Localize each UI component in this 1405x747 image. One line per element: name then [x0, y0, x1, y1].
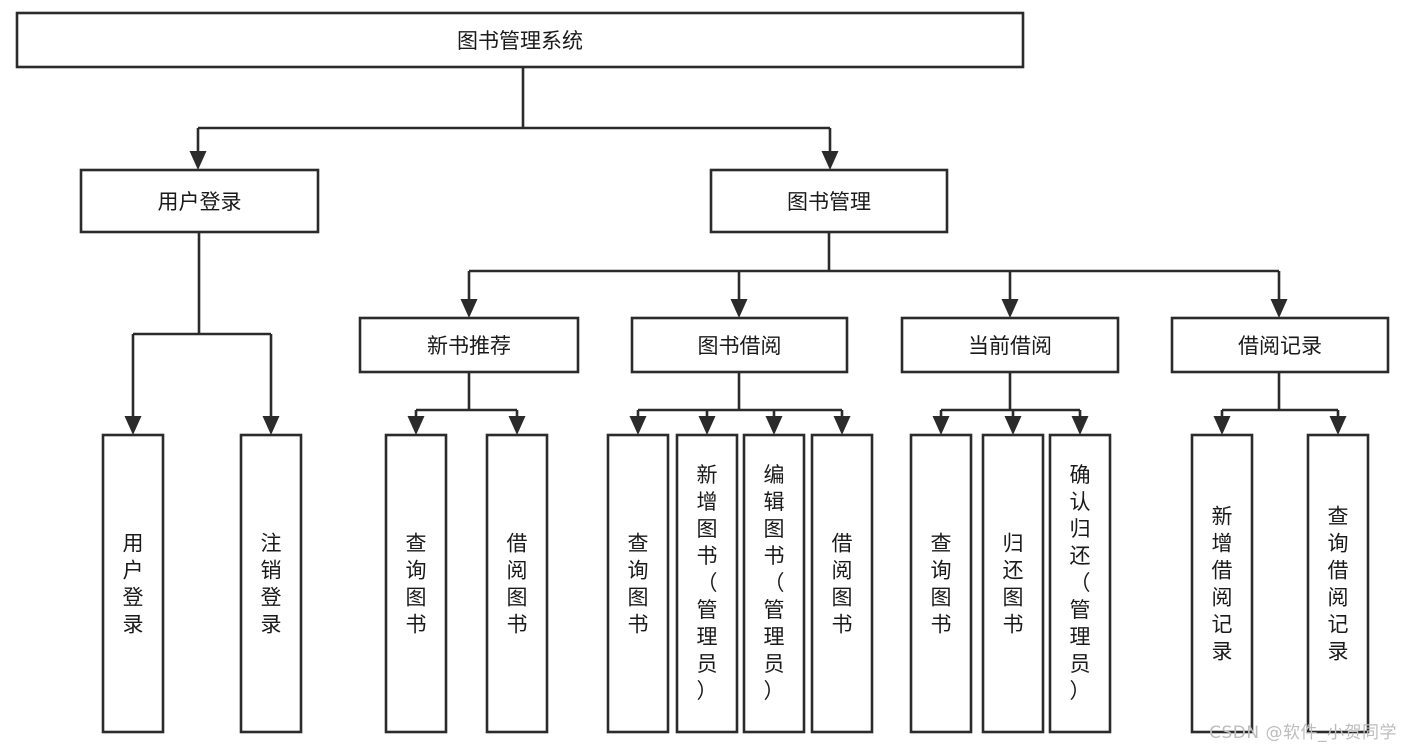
node-book-borrow[interactable]: 图书借阅: [630, 316, 849, 374]
node-label-leaf-confirm-return-admin: 确认归还（管理员）: [1070, 463, 1091, 703]
node-label-leaf-return-book: 归还图书: [1003, 532, 1024, 637]
node-label-leaf-borrow-book-rec: 借阅图书: [507, 532, 528, 637]
node-box-leaf-add-book-admin[interactable]: [675, 433, 739, 734]
node-label-borrow-record: 借阅记录: [1238, 334, 1322, 358]
node-leaf-edit-book-admin[interactable]: 编辑图书（管理员）: [742, 433, 806, 734]
book-borrow-arrow-icon-2: [765, 416, 783, 435]
node-root[interactable]: 图书管理系统: [15, 11, 1025, 69]
node-new-book-recommend[interactable]: 新书推荐: [358, 316, 580, 374]
current-borrow-arrow-icon-1: [1004, 416, 1022, 435]
node-label-leaf-user-logout: 注销登录: [261, 532, 282, 637]
node-leaf-add-book-admin[interactable]: 新增图书（管理员）: [675, 433, 739, 734]
node-label-leaf-query-book-cur: 查询图书: [931, 532, 952, 637]
node-layer: 图书管理系统用户登录图书管理新书推荐图书借阅当前借阅借阅记录用户登录注销登录查询…: [15, 11, 1390, 734]
node-label-book-borrow: 图书借阅: [698, 334, 782, 358]
node-leaf-user-logout[interactable]: 注销登录: [239, 433, 303, 734]
node-leaf-query-book-bor[interactable]: 查询图书: [606, 433, 670, 734]
node-box-leaf-confirm-return-admin[interactable]: [1048, 433, 1112, 734]
root-arrow-icon-0: [189, 151, 207, 170]
current-borrow-arrow-icon-0: [932, 416, 950, 435]
node-leaf-user-login[interactable]: 用户登录: [101, 433, 165, 734]
node-box-leaf-borrow-book-bor[interactable]: [810, 433, 874, 734]
node-label-user-login: 用户登录: [158, 190, 242, 214]
node-label-book-manage: 图书管理: [787, 190, 871, 214]
book-borrow-arrow-icon-1: [698, 416, 716, 435]
user-login-arrow-icon-0: [124, 416, 142, 435]
node-box-leaf-query-borrow-record[interactable]: [1306, 433, 1370, 734]
node-leaf-borrow-book-rec[interactable]: 借阅图书: [485, 433, 549, 734]
node-box-leaf-query-book-cur[interactable]: [909, 433, 973, 734]
node-box-leaf-edit-book-admin[interactable]: [742, 433, 806, 734]
node-label-current-borrow: 当前借阅: [968, 334, 1052, 358]
book-borrow-arrow-icon-3: [833, 416, 851, 435]
new-book-recommend-arrow-icon-0: [407, 416, 425, 435]
borrow-record-arrow-icon-0: [1213, 416, 1231, 435]
new-book-recommend-arrow-icon-1: [508, 416, 526, 435]
current-borrow-arrow-icon-2: [1071, 416, 1089, 435]
node-label-leaf-user-login: 用户登录: [123, 532, 144, 637]
user-login-arrow-icon-1: [262, 416, 280, 435]
book-manage-arrow-icon-3: [1270, 299, 1288, 318]
node-label-leaf-query-book-bor: 查询图书: [628, 532, 649, 637]
node-label-new-book-recommend: 新书推荐: [427, 334, 511, 358]
book-borrow-arrow-icon-0: [629, 416, 647, 435]
node-label-leaf-edit-book-admin: 编辑图书（管理员）: [764, 463, 785, 703]
node-box-leaf-borrow-book-rec[interactable]: [485, 433, 549, 734]
node-label-leaf-add-book-admin: 新增图书（管理员）: [697, 463, 718, 703]
node-leaf-query-book-rec[interactable]: 查询图书: [384, 433, 448, 734]
node-box-leaf-user-logout[interactable]: [239, 433, 303, 734]
node-leaf-borrow-book-bor[interactable]: 借阅图书: [810, 433, 874, 734]
connector-layer: [124, 67, 1347, 435]
node-leaf-add-borrow-record[interactable]: 新增借阅记录: [1190, 433, 1254, 734]
node-current-borrow[interactable]: 当前借阅: [900, 316, 1120, 374]
node-box-book-manage[interactable]: [709, 168, 949, 234]
node-label-leaf-add-borrow-record: 新增借阅记录: [1212, 505, 1233, 664]
node-label-leaf-query-borrow-record: 查询借阅记录: [1328, 505, 1349, 664]
book-manage-arrow-icon-1: [730, 299, 748, 318]
node-label-leaf-borrow-book-bor: 借阅图书: [832, 532, 853, 637]
node-box-book-borrow[interactable]: [630, 316, 849, 374]
book-manage-arrow-icon-0: [460, 299, 478, 318]
node-leaf-confirm-return-admin[interactable]: 确认归还（管理员）: [1048, 433, 1112, 734]
node-label-root: 图书管理系统: [457, 29, 583, 53]
node-leaf-query-book-cur[interactable]: 查询图书: [909, 433, 973, 734]
node-box-leaf-query-book-bor[interactable]: [606, 433, 670, 734]
node-box-root[interactable]: [15, 11, 1025, 69]
node-leaf-return-book[interactable]: 归还图书: [981, 433, 1045, 734]
node-box-borrow-record[interactable]: [1170, 316, 1390, 374]
node-box-leaf-add-borrow-record[interactable]: [1190, 433, 1254, 734]
borrow-record-arrow-icon-1: [1329, 416, 1347, 435]
node-box-current-borrow[interactable]: [900, 316, 1120, 374]
node-leaf-query-borrow-record[interactable]: 查询借阅记录: [1306, 433, 1370, 734]
node-label-leaf-query-book-rec: 查询图书: [406, 532, 427, 637]
node-box-leaf-query-book-rec[interactable]: [384, 433, 448, 734]
node-box-new-book-recommend[interactable]: [358, 316, 580, 374]
root-arrow-icon-1: [821, 151, 839, 170]
node-user-login[interactable]: 用户登录: [79, 168, 320, 234]
node-box-leaf-return-book[interactable]: [981, 433, 1045, 734]
node-box-leaf-user-login[interactable]: [101, 433, 165, 734]
node-box-user-login[interactable]: [79, 168, 320, 234]
book-manage-arrow-icon-2: [1001, 299, 1019, 318]
node-book-manage[interactable]: 图书管理: [709, 168, 949, 234]
node-borrow-record[interactable]: 借阅记录: [1170, 316, 1390, 374]
